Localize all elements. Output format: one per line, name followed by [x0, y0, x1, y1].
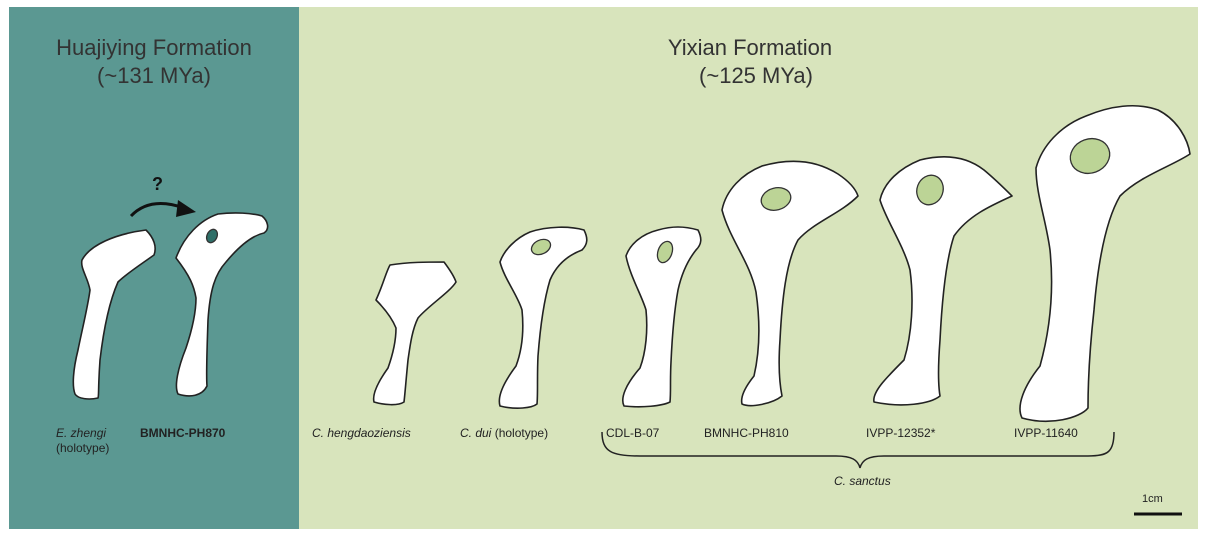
- label-c-hengdaoziensis: C. hengdaoziensis: [312, 426, 411, 441]
- label-e-zhengi: E. zhengi (holotype): [56, 426, 109, 456]
- label-e-zhengi-note: (holotype): [56, 441, 109, 456]
- bone-e-zhengi: [73, 230, 155, 399]
- label-c-sanctus: C. sanctus: [834, 474, 891, 489]
- arrow-icon: [131, 200, 196, 217]
- scale-bar-label: 1cm: [1142, 492, 1163, 507]
- label-ivpp-11640: IVPP-11640: [1014, 426, 1078, 441]
- label-c-dui-note: (holotype): [495, 426, 548, 440]
- bone-bmnhc-ph870: [176, 213, 268, 396]
- label-c-dui-name: C. dui: [460, 426, 491, 440]
- label-bmnhc-ph870: BMNHC-PH870: [140, 426, 225, 441]
- bone-c-hengdaoziensis: [374, 262, 456, 405]
- question-mark: ?: [152, 174, 163, 194]
- label-cdl-b-07: CDL-B-07: [606, 426, 659, 441]
- label-c-dui: C. dui (holotype): [460, 426, 548, 441]
- label-e-zhengi-name: E. zhengi: [56, 426, 109, 441]
- label-bmnhc-ph810: BMNHC-PH810: [704, 426, 789, 441]
- label-ivpp-12352: IVPP-12352*: [866, 426, 935, 441]
